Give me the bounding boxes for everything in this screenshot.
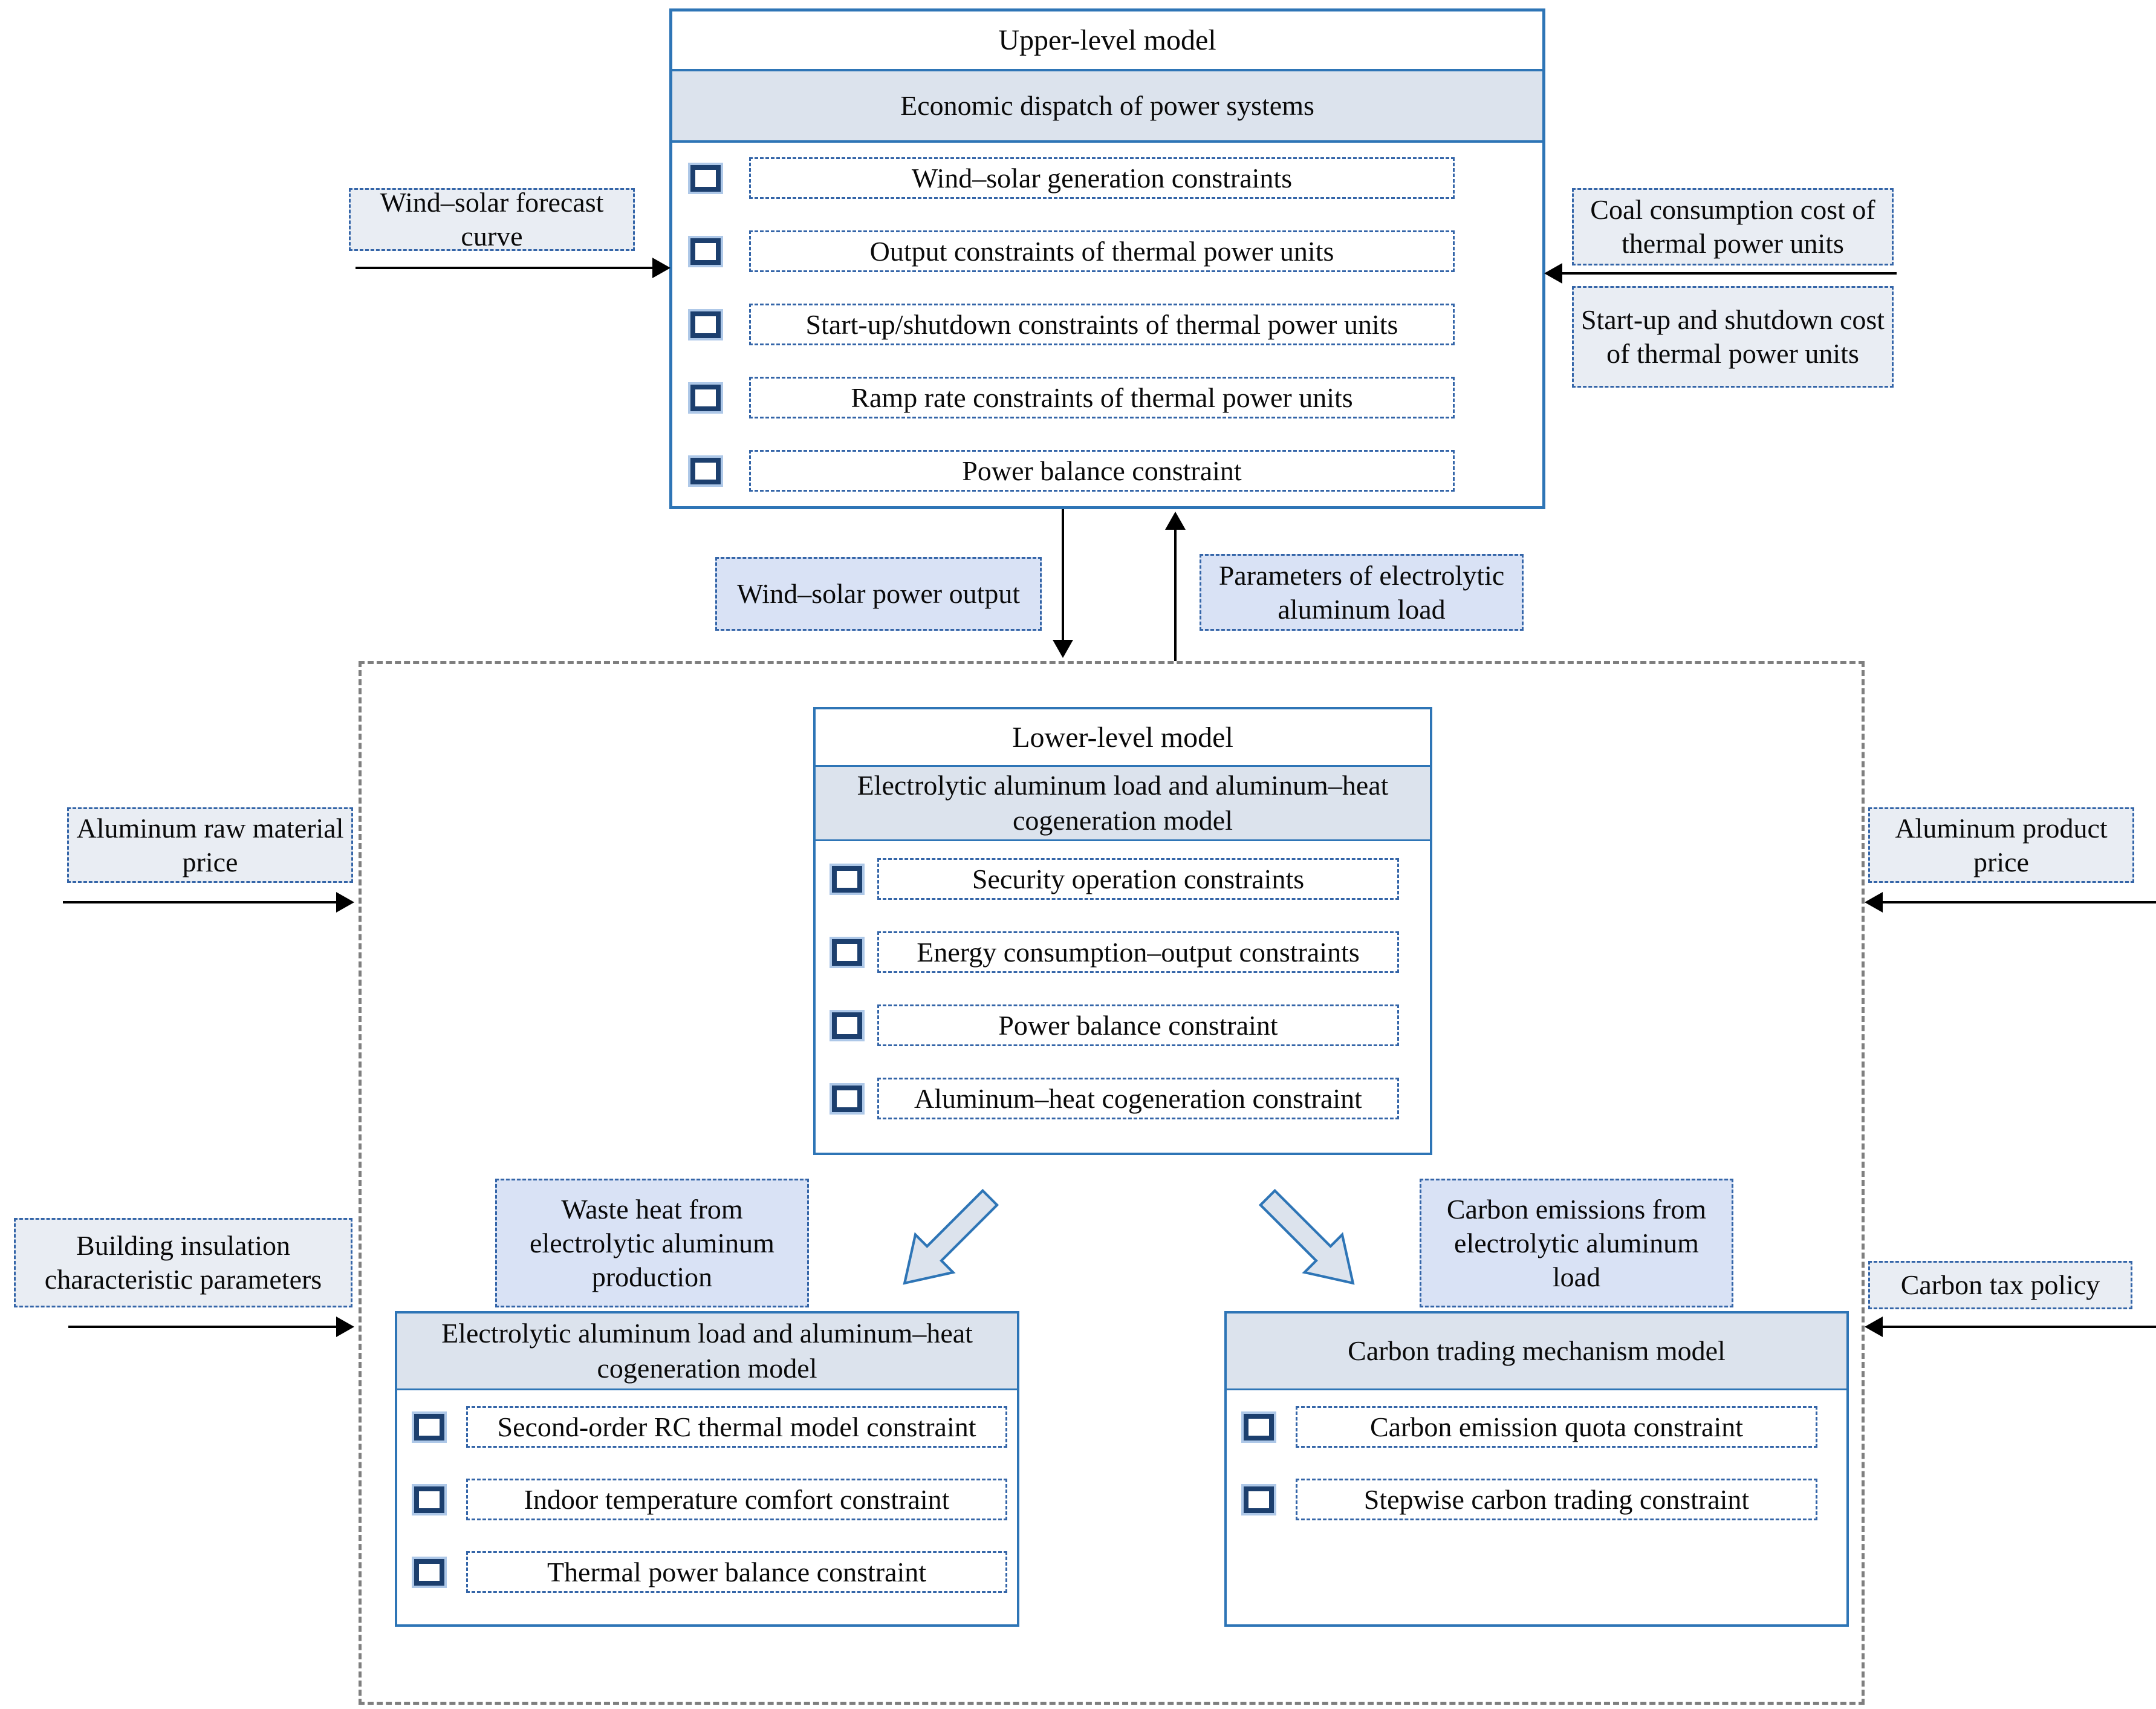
arrowhead-left-icon	[1544, 263, 1562, 284]
constraint-row: Energy consumption–output constraints	[832, 931, 1399, 973]
constraint-label: Carbon emission quota constraint	[1296, 1406, 1817, 1448]
constraint-label: Security operation constraints	[877, 858, 1399, 900]
electrolytic-aluminum-parameters-label: Parameters of electrolytic aluminum load	[1200, 554, 1524, 631]
building-insulation-parameters-label: Building insulation characteristic param…	[14, 1218, 352, 1307]
arrow-raw-price-to-scope	[63, 901, 336, 903]
lower-level-model-box: Lower-level model Electrolytic aluminum …	[813, 707, 1432, 1155]
arrowhead-right-icon	[336, 892, 354, 913]
bottom-left-constraint-list: Second-order RC thermal model constraint…	[397, 1390, 1017, 1593]
arrowhead-left-icon	[1865, 1317, 1883, 1337]
checkbox-icon	[832, 865, 862, 893]
constraint-row: Second-order RC thermal model constraint	[414, 1406, 1007, 1448]
checkbox-icon	[690, 457, 721, 484]
checkbox-icon	[690, 311, 721, 338]
wind-solar-forecast-curve-label: Wind–solar forecast curve	[349, 187, 635, 252]
arrowhead-left-icon	[1865, 892, 1883, 913]
coal-consumption-cost-label: Coal consumption cost of thermal power u…	[1572, 188, 1894, 265]
checkbox-icon	[690, 164, 721, 192]
arrow-coal-to-upper	[1561, 272, 1897, 275]
checkbox-icon	[832, 1012, 862, 1039]
arrow-product-price-to-scope	[1882, 901, 2156, 903]
bottom-right-box-title: Carbon trading mechanism model	[1227, 1313, 1846, 1390]
constraint-label: Stepwise carbon trading constraint	[1296, 1479, 1817, 1520]
arrow-lower-to-upper	[1174, 527, 1177, 661]
wind-solar-power-output-label: Wind–solar power output	[715, 557, 1042, 631]
constraint-label: Start-up/shutdown constraints of thermal…	[749, 304, 1455, 345]
arrow-carbon-tax-to-scope	[1882, 1326, 2156, 1328]
waste-heat-label: Waste heat from electrolytic aluminum pr…	[495, 1179, 809, 1307]
checkbox-icon	[832, 1085, 862, 1112]
constraint-row: Carbon emission quota constraint	[1244, 1406, 1817, 1448]
startup-shutdown-cost-label: Start-up and shutdown cost of thermal po…	[1572, 286, 1894, 388]
carbon-trading-mechanism-model-box: Carbon trading mechanism model Carbon em…	[1224, 1311, 1849, 1627]
constraint-row: Output constraints of thermal power unit…	[690, 230, 1455, 272]
checkbox-icon	[414, 1486, 444, 1513]
bottom-left-box-title: Electrolytic aluminum load and aluminum–…	[397, 1313, 1017, 1390]
arrowhead-up-icon	[1165, 512, 1186, 530]
aluminum-product-price-label: Aluminum product price	[1868, 807, 2134, 883]
lower-constraint-list: Security operation constraints Energy co…	[816, 841, 1430, 1119]
block-arrow-down-left-icon	[903, 1188, 999, 1285]
arrow-building-to-scope	[68, 1326, 336, 1328]
constraint-label: Wind–solar generation constraints	[749, 157, 1455, 199]
arrow-upper-to-lower	[1062, 509, 1064, 643]
checkbox-icon	[1244, 1413, 1274, 1440]
constraint-row: Wind–solar generation constraints	[690, 157, 1455, 199]
checkbox-icon	[1244, 1486, 1274, 1513]
aluminum-heat-cogeneration-model-box: Electrolytic aluminum load and aluminum–…	[395, 1311, 1019, 1627]
arrow-forecast-to-upper	[356, 267, 655, 269]
constraint-label: Second-order RC thermal model constraint	[466, 1406, 1007, 1448]
constraint-label: Energy consumption–output constraints	[877, 931, 1399, 973]
upper-constraint-list: Wind–solar generation constraints Output…	[672, 143, 1542, 492]
constraint-row: Indoor temperature comfort constraint	[414, 1479, 1007, 1520]
constraint-label: Power balance constraint	[877, 1004, 1399, 1046]
constraint-row: Start-up/shutdown constraints of thermal…	[690, 304, 1455, 345]
constraint-label: Output constraints of thermal power unit…	[749, 230, 1455, 272]
constraint-row: Ramp rate constraints of thermal power u…	[690, 377, 1455, 418]
constraint-label: Aluminum–heat cogeneration constraint	[877, 1078, 1399, 1119]
arrowhead-right-icon	[652, 258, 671, 278]
arrowhead-down-icon	[1053, 640, 1073, 658]
arrowhead-right-icon	[336, 1317, 354, 1337]
lower-box-title: Lower-level model	[816, 709, 1430, 767]
bottom-right-constraint-list: Carbon emission quota constraint Stepwis…	[1227, 1390, 1846, 1520]
checkbox-icon	[414, 1558, 444, 1586]
constraint-row: Thermal power balance constraint	[414, 1551, 1007, 1593]
upper-box-title: Upper-level model	[672, 11, 1542, 71]
constraint-row: Aluminum–heat cogeneration constraint	[832, 1078, 1399, 1119]
lower-box-subtitle: Electrolytic aluminum load and aluminum–…	[816, 767, 1430, 841]
constraint-label: Ramp rate constraints of thermal power u…	[749, 377, 1455, 418]
carbon-emissions-label: Carbon emissions from electrolytic alumi…	[1420, 1179, 1733, 1307]
block-arrow-down-right-icon	[1258, 1188, 1355, 1285]
upper-box-subtitle: Economic dispatch of power systems	[672, 71, 1542, 143]
upper-level-model-box: Upper-level model Economic dispatch of p…	[669, 8, 1545, 509]
constraint-label: Indoor temperature comfort constraint	[466, 1479, 1007, 1520]
constraint-row: Stepwise carbon trading constraint	[1244, 1479, 1817, 1520]
checkbox-icon	[832, 939, 862, 966]
constraint-row: Power balance constraint	[832, 1004, 1399, 1046]
constraint-label: Power balance constraint	[749, 450, 1455, 492]
checkbox-icon	[414, 1413, 444, 1440]
carbon-tax-policy-label: Carbon tax policy	[1868, 1261, 2132, 1309]
aluminum-raw-material-price-label: Aluminum raw material price	[67, 807, 353, 883]
constraint-label: Thermal power balance constraint	[466, 1551, 1007, 1593]
constraint-row: Security operation constraints	[832, 858, 1399, 900]
checkbox-icon	[690, 384, 721, 411]
constraint-row: Power balance constraint	[690, 450, 1455, 492]
lower-level-scope-boundary	[359, 661, 1865, 1705]
checkbox-icon	[690, 238, 721, 265]
